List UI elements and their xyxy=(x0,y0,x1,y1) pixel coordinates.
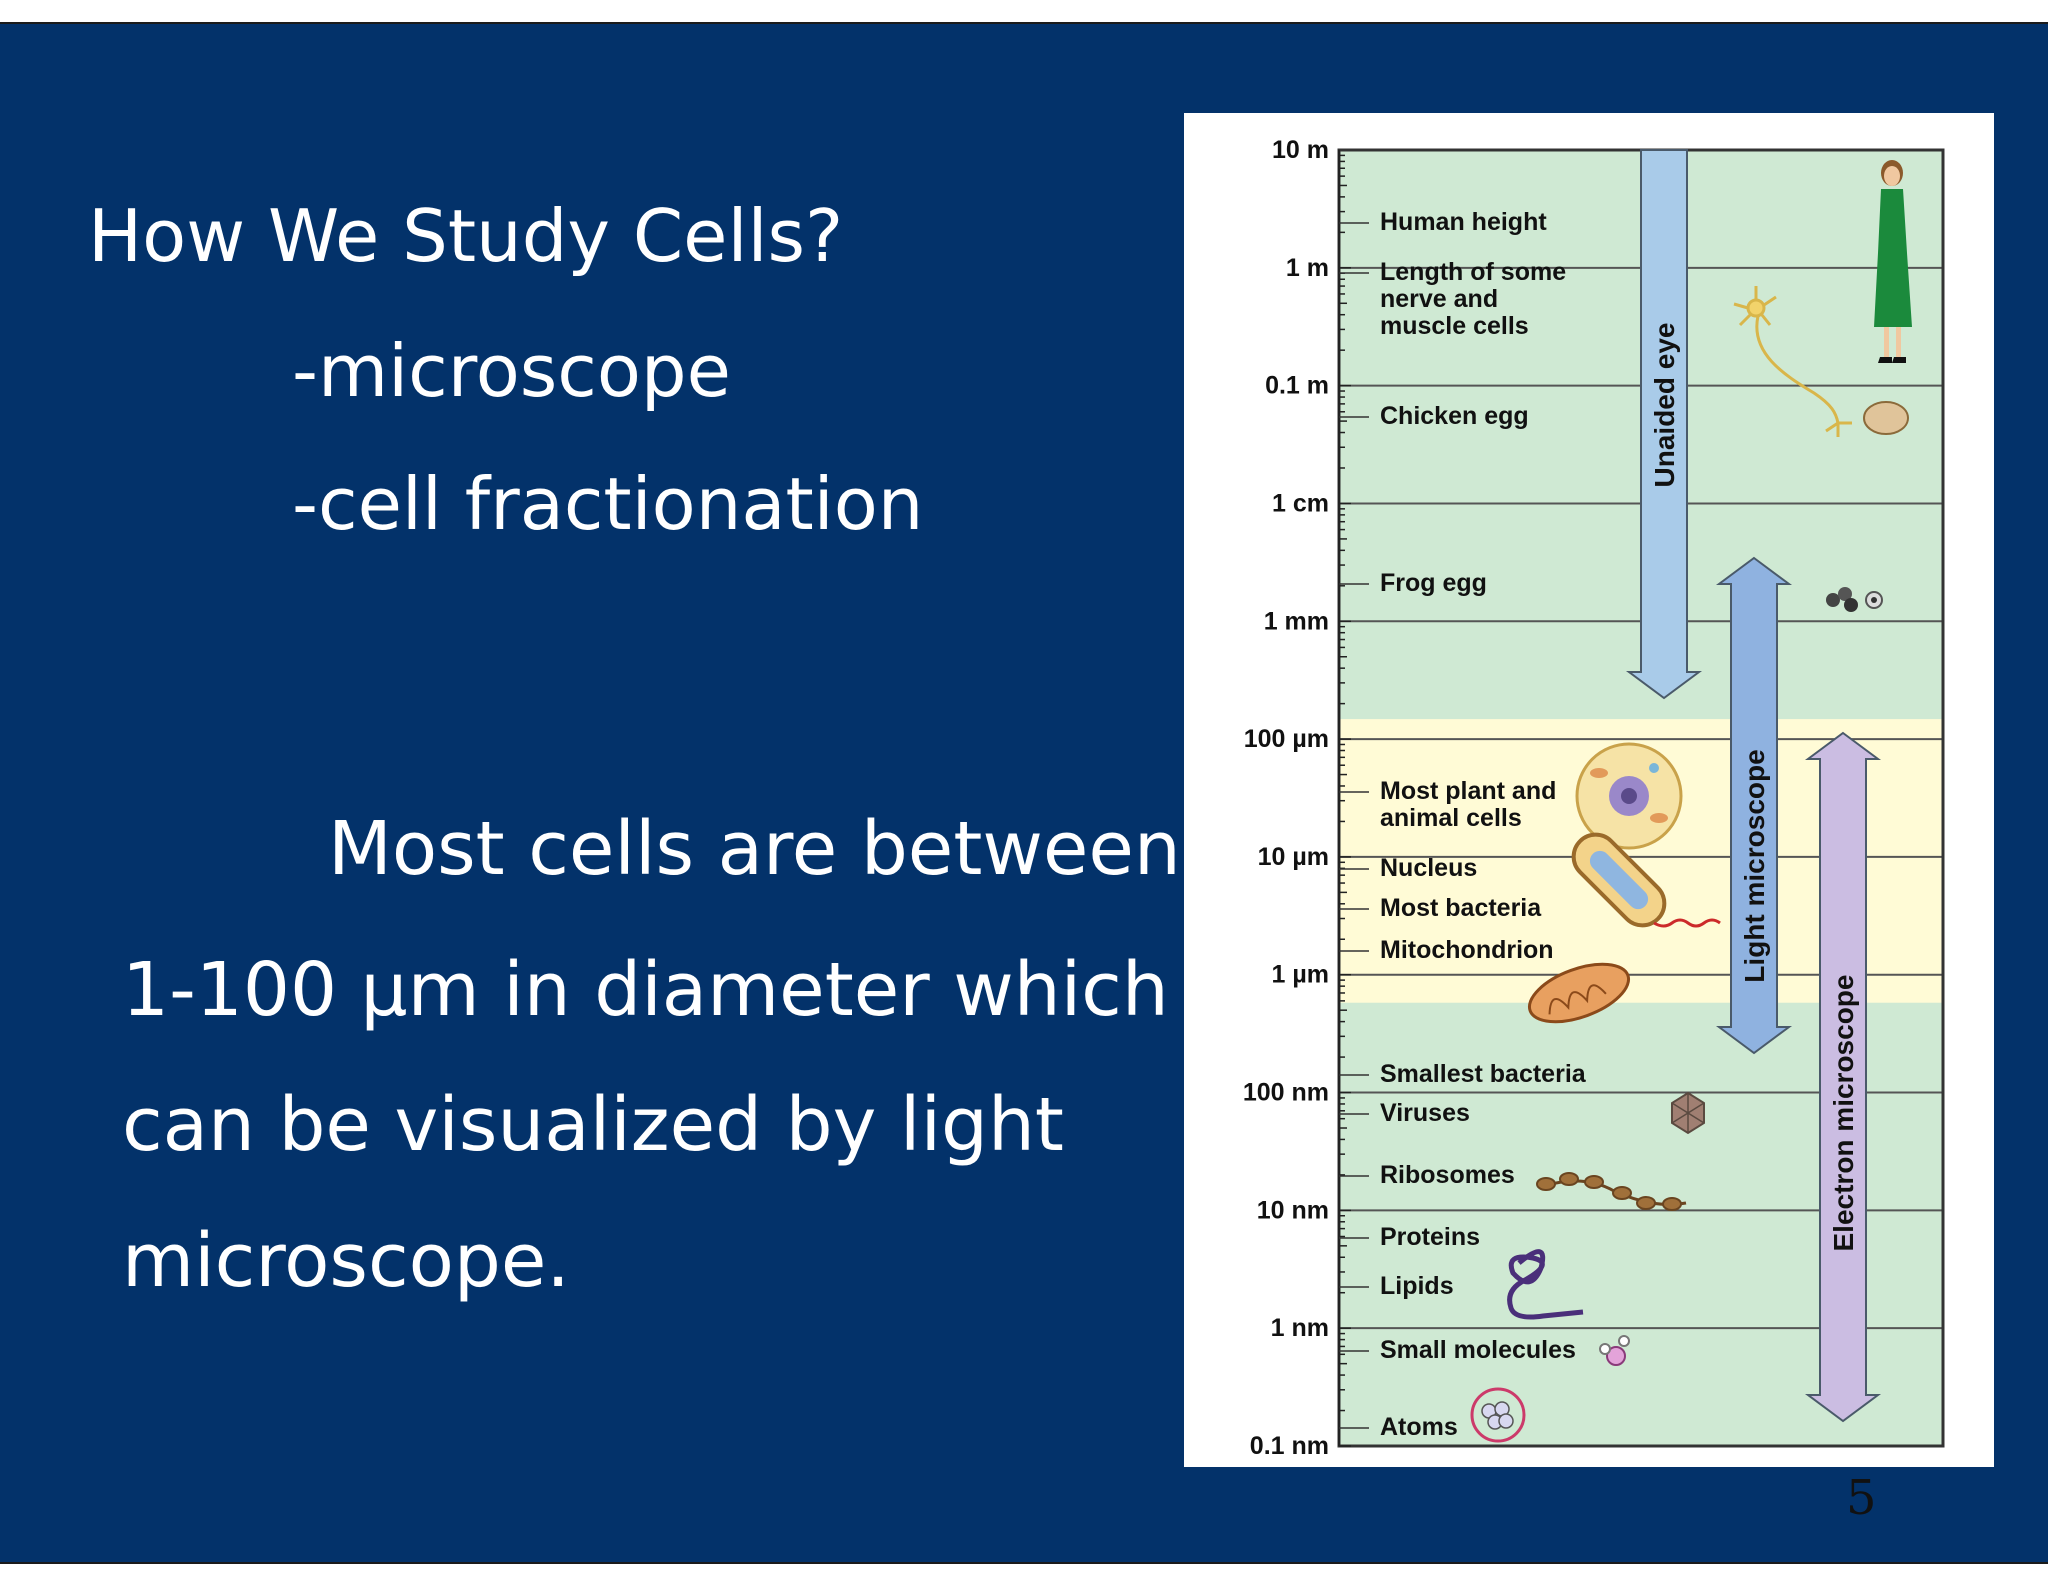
illustrations xyxy=(1470,160,1912,1443)
small-molecule-icon xyxy=(1599,1335,1630,1366)
electron-microscope-arrow xyxy=(1804,731,1882,1423)
neuron-icon xyxy=(1733,286,1852,437)
scale-label: 10 m xyxy=(1272,136,1329,164)
scale-label: 0.1 nm xyxy=(1250,1432,1329,1460)
light-microscope-label: Light microscope xyxy=(1739,749,1770,982)
paragraph-line-2: 1-100 µm in diameter which xyxy=(122,947,1169,1033)
unaided-eye-label: Unaided eye xyxy=(1649,323,1680,488)
item-label: Mitochondrion xyxy=(1380,936,1554,964)
item-label: Most plant and xyxy=(1380,777,1556,805)
light-microscope-arrow xyxy=(1715,556,1793,1055)
item-label: Length of some xyxy=(1380,258,1566,286)
mitochondrion-icon xyxy=(1527,962,1631,1024)
item-label: Smallest bacteria xyxy=(1380,1060,1587,1088)
item-label: Viruses xyxy=(1380,1099,1470,1127)
item-label: Most bacteria xyxy=(1380,894,1542,922)
atom-icon xyxy=(1470,1387,1526,1443)
scale-label: 100 µm xyxy=(1244,725,1329,753)
item-label: Small molecules xyxy=(1380,1336,1576,1364)
scale-ruler xyxy=(1338,150,1351,1447)
item-label: nerve and xyxy=(1380,285,1498,313)
size-scale-diagram: 10 m 1 m 0.1 m 1 cm 1 mm 100 µm 10 µm 1 µm 100 n… xyxy=(1243,136,1945,1460)
item-label: Human height xyxy=(1380,208,1547,236)
bullet-cell-fractionation: -cell fractionation xyxy=(292,462,924,546)
scale-label: 1 mm xyxy=(1264,607,1329,635)
item-label: Nucleus xyxy=(1380,854,1477,882)
slide-number: 5 xyxy=(1846,1470,1877,1526)
item-label: Ribosomes xyxy=(1380,1161,1515,1189)
scale-label: 0.1 m xyxy=(1265,372,1329,400)
animal-cell-icon xyxy=(1575,742,1683,850)
item-label: muscle cells xyxy=(1380,312,1529,340)
item-label: Proteins xyxy=(1380,1223,1480,1251)
item-label: Lipids xyxy=(1380,1272,1454,1300)
scale-label: 1 µm xyxy=(1272,961,1329,989)
item-label: animal cells xyxy=(1380,804,1522,832)
chicken-egg-icon xyxy=(1863,401,1909,435)
scale-label: 1 nm xyxy=(1271,1314,1329,1342)
virus-icon xyxy=(1671,1091,1705,1135)
protein-icon xyxy=(1507,1249,1584,1320)
paragraph-line-4: microscope. xyxy=(122,1218,570,1304)
electron-microscope-label: Electron microscope xyxy=(1828,975,1859,1252)
slide-title: How We Study Cells? xyxy=(88,194,844,278)
size-scale-figure: 10 m 1 m 0.1 m 1 cm 1 mm 100 µm 10 µm 1 µm 100 n… xyxy=(1184,113,1994,1467)
bacterium-icon xyxy=(1571,832,1721,928)
unaided-eye-arrow xyxy=(1625,149,1703,700)
paragraph-line-1: Most cells are between xyxy=(328,806,1181,892)
scale-labels: 10 m 1 m 0.1 m 1 cm 1 mm 100 µm 10 µm 1 µm 100 n… xyxy=(1243,136,1329,1460)
scale-label: 1 m xyxy=(1286,254,1329,282)
human-figure-icon xyxy=(1874,160,1912,363)
item-label: Frog egg xyxy=(1380,569,1487,597)
paragraph-line-3: can be visualized by light xyxy=(122,1082,1064,1168)
scale-label: 10 nm xyxy=(1257,1196,1329,1224)
item-label: Atoms xyxy=(1380,1413,1458,1441)
scale-label: 1 cm xyxy=(1272,489,1329,517)
ribosomes-icon xyxy=(1536,1172,1687,1211)
scale-label: 100 nm xyxy=(1243,1079,1329,1107)
scale-label: 10 µm xyxy=(1258,843,1329,871)
bullet-microscope: -microscope xyxy=(292,329,731,413)
frog-eggs-icon xyxy=(1826,587,1883,612)
item-label: Chicken egg xyxy=(1380,402,1529,430)
